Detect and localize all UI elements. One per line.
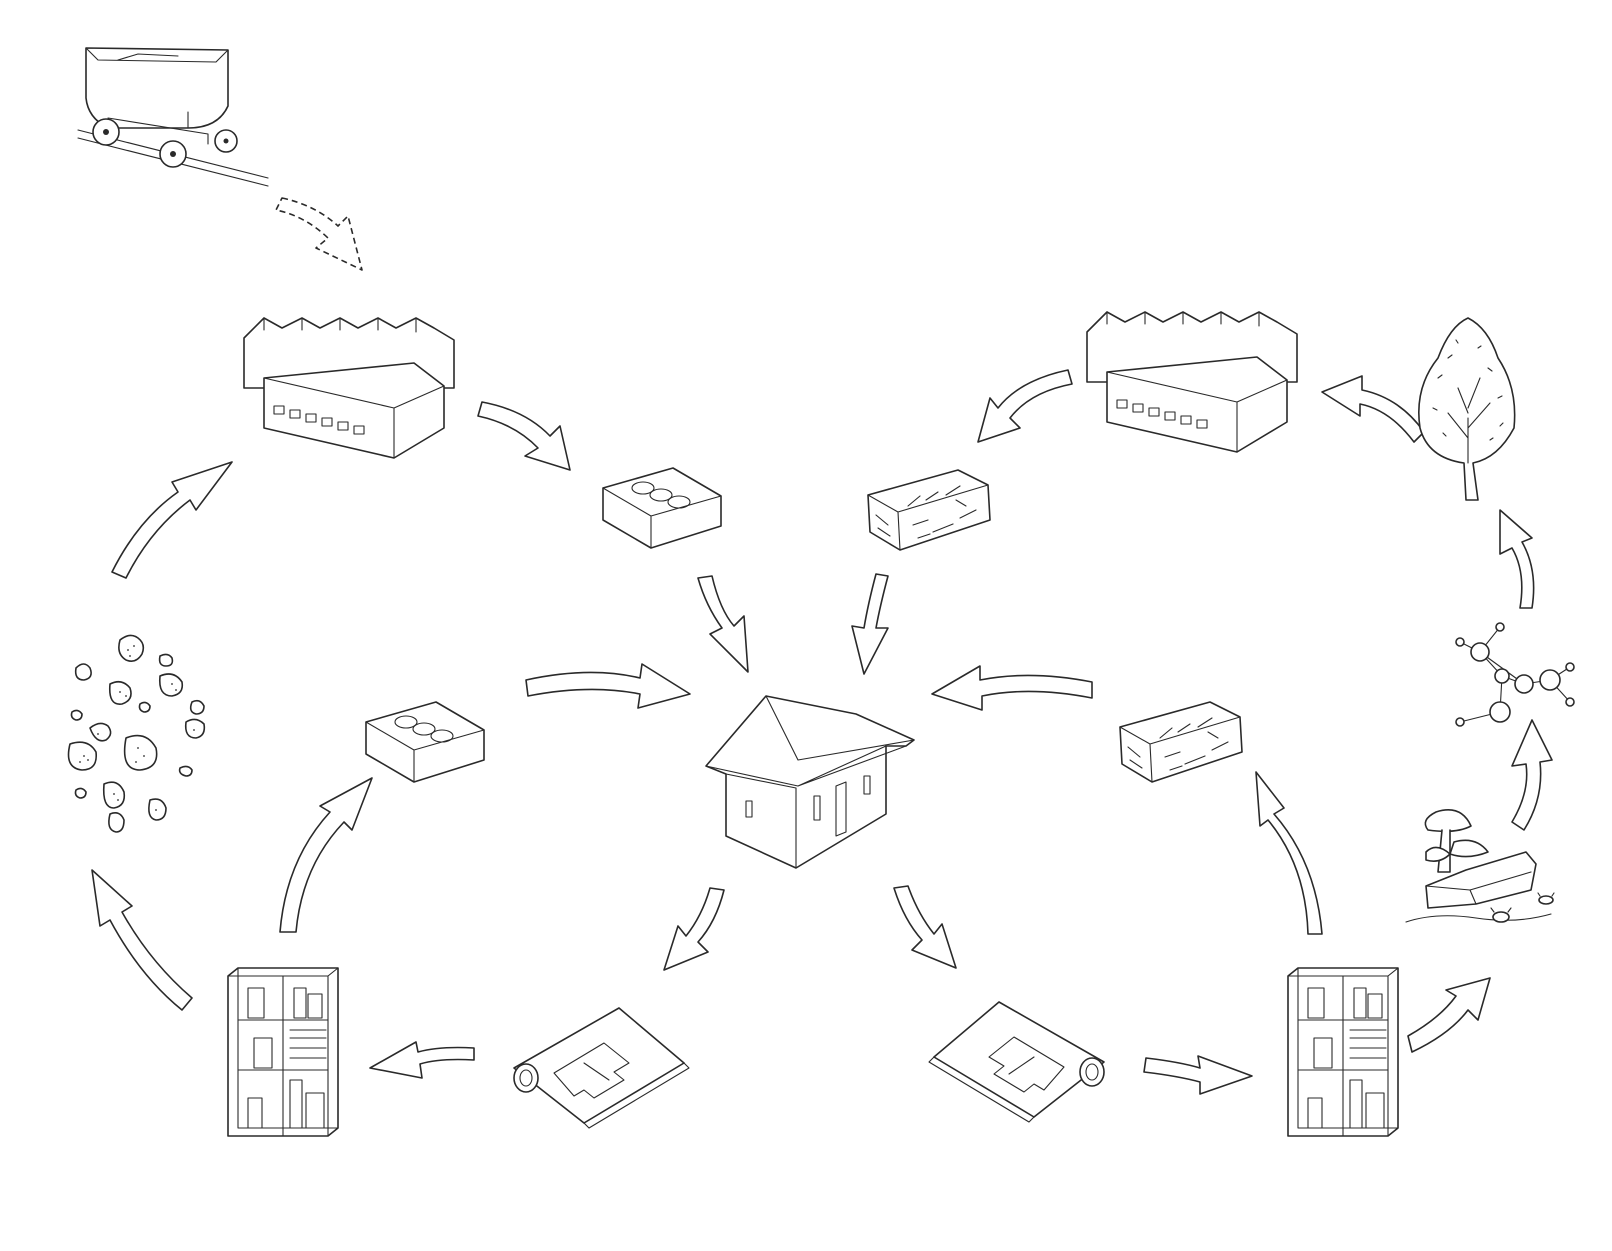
tree-icon: [1418, 317, 1516, 501]
arrow-factory-to-timber: [977, 369, 1073, 443]
arrow-molecule-to-tree: [1499, 509, 1535, 609]
mine-cart-icon: [77, 47, 269, 187]
arrow-plan-to-shelf-right: [1143, 1055, 1253, 1095]
arrow-house-to-plan-left: [663, 887, 725, 971]
arrow-shelf-to-brick: [279, 777, 373, 933]
arrow-tree-to-factory: [1321, 375, 1425, 443]
blueprint-roll-icon: [513, 1007, 690, 1129]
timber-block-icon: [1119, 701, 1243, 783]
brick-icon: [602, 467, 722, 549]
arrow-shelf-to-timber: [1255, 771, 1323, 935]
bookshelf-icon: [1287, 967, 1399, 1137]
arrow-rubble-to-factory: [111, 461, 233, 579]
arrow-reused-timber-to-house: [931, 665, 1093, 711]
arrow-house-to-plan-right: [893, 885, 957, 969]
bookshelf-icon: [227, 967, 339, 1137]
dashed-arrow: [275, 197, 363, 271]
arrow-decomposition-to-molecule: [1511, 719, 1553, 831]
blueprint-roll-icon: [928, 1001, 1105, 1123]
arrow-reused-brick-to-house: [525, 663, 691, 709]
arrow-factory-to-brick: [477, 401, 571, 471]
brick-icon: [365, 701, 485, 783]
timber-block-icon: [867, 469, 991, 551]
factory-icon: [243, 317, 455, 459]
arrow-shelf-to-decomposition: [1407, 977, 1491, 1053]
arrow-timber-to-house: [851, 573, 889, 675]
arrow-plan-to-shelf-left: [369, 1041, 475, 1079]
rubble-icon: [67, 634, 206, 833]
mushroom-decomposition-icon: [1405, 809, 1555, 923]
molecule-icon: [1455, 622, 1575, 727]
house-icon: [705, 695, 915, 869]
arrow-brick-to-house: [697, 575, 749, 673]
factory-icon: [1086, 311, 1298, 453]
arrow-shelf-to-rubble: [91, 869, 193, 1011]
